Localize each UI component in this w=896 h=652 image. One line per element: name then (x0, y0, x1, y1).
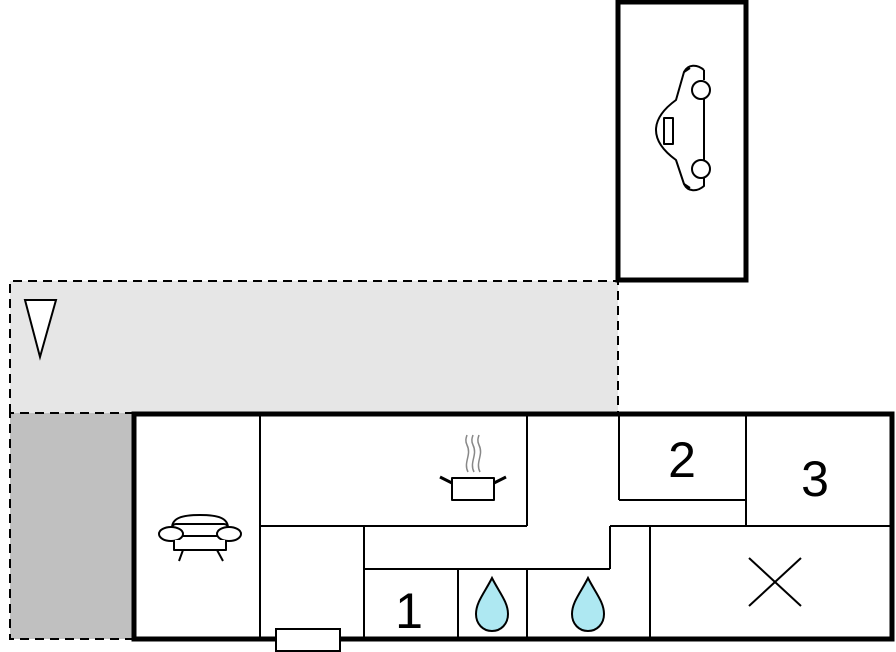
cooking-pot-icon (439, 434, 507, 501)
terrace-area (9, 280, 619, 413)
car-icon (655, 64, 711, 192)
sofa-icon (158, 514, 242, 562)
north-arrow-icon (23, 299, 58, 361)
cross-mark-icon (748, 557, 802, 607)
room-label-3: 3 (801, 451, 829, 507)
parking-space (615, 0, 749, 283)
room-label-2: 2 (668, 432, 696, 488)
water-drop-icon (570, 575, 606, 633)
water-drop-icon (474, 575, 510, 633)
entrance-step (275, 628, 341, 652)
side-area (9, 412, 134, 640)
building-walls (131, 411, 895, 642)
room-label-1: 1 (395, 583, 423, 639)
